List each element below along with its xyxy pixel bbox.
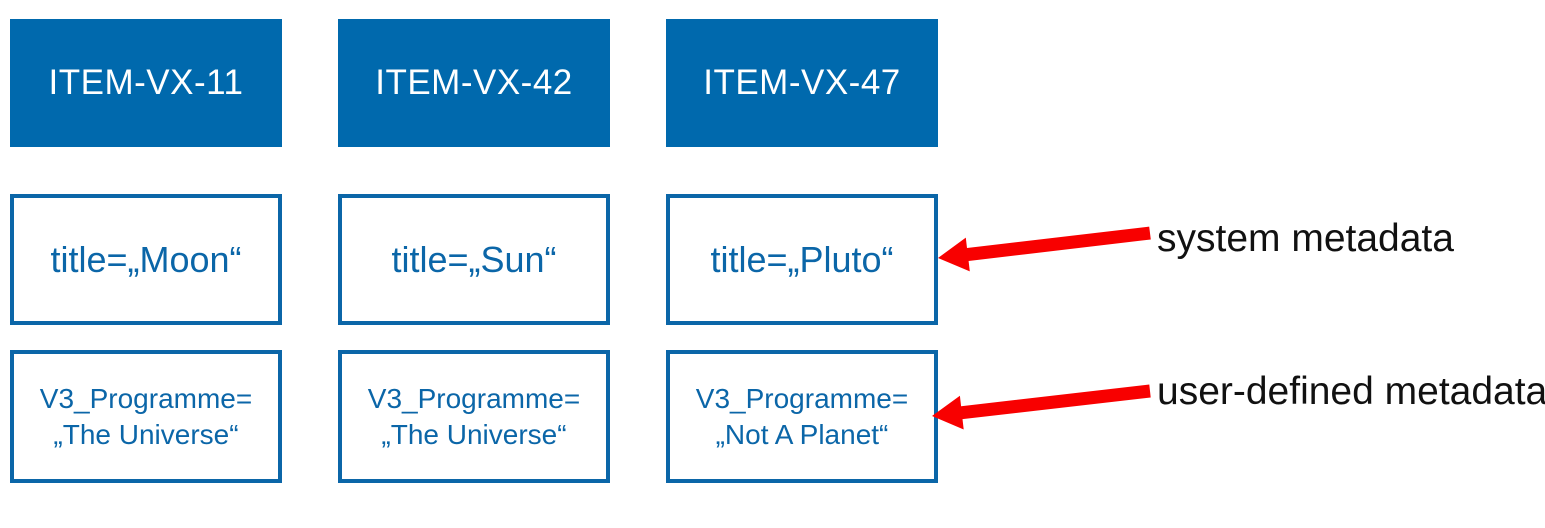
system-metadata-box: title=„Pluto“ bbox=[666, 194, 938, 325]
item-id-header: ITEM-VX-11 bbox=[10, 19, 282, 147]
item-id-label: ITEM-VX-47 bbox=[703, 63, 901, 102]
user-defined-metadata-box: V3_Programme= „Not A Planet“ bbox=[666, 350, 938, 483]
item-column-3: ITEM-VX-47 title=„Pluto“ V3_Programme= „… bbox=[666, 0, 938, 528]
system-metadata-value: title=„Moon“ bbox=[50, 238, 242, 280]
item-column-2: ITEM-VX-42 title=„Sun“ V3_Programme= „Th… bbox=[338, 0, 610, 528]
user-metadata-line1: V3_Programme= bbox=[367, 382, 581, 414]
item-id-header: ITEM-VX-47 bbox=[666, 19, 938, 147]
item-column-1: ITEM-VX-11 title=„Moon“ V3_Programme= „T… bbox=[10, 0, 282, 528]
system-metadata-box: title=„Sun“ bbox=[338, 194, 610, 325]
user-metadata-line2: „Not A Planet“ bbox=[715, 418, 889, 450]
system-metadata-label: system metadata bbox=[1157, 217, 1454, 260]
user-defined-metadata-label: user-defined metadata bbox=[1157, 370, 1545, 413]
item-id-header: ITEM-VX-42 bbox=[338, 19, 610, 147]
system-metadata-arrow-icon bbox=[938, 226, 1151, 272]
item-id-label: ITEM-VX-11 bbox=[48, 63, 244, 102]
user-metadata-line2: „The Universe“ bbox=[53, 418, 239, 450]
user-defined-metadata-box: V3_Programme= „The Universe“ bbox=[10, 350, 282, 483]
item-id-label: ITEM-VX-42 bbox=[375, 63, 573, 102]
system-metadata-value: title=„Sun“ bbox=[391, 238, 557, 280]
user-metadata-line2: „The Universe“ bbox=[381, 418, 567, 450]
system-metadata-value: title=„Pluto“ bbox=[710, 238, 894, 280]
user-metadata-line1: V3_Programme= bbox=[39, 382, 253, 414]
system-metadata-box: title=„Moon“ bbox=[10, 194, 282, 325]
user-metadata-arrow-icon bbox=[932, 384, 1151, 430]
user-metadata-line1: V3_Programme= bbox=[695, 382, 909, 414]
user-defined-metadata-box: V3_Programme= „The Universe“ bbox=[338, 350, 610, 483]
